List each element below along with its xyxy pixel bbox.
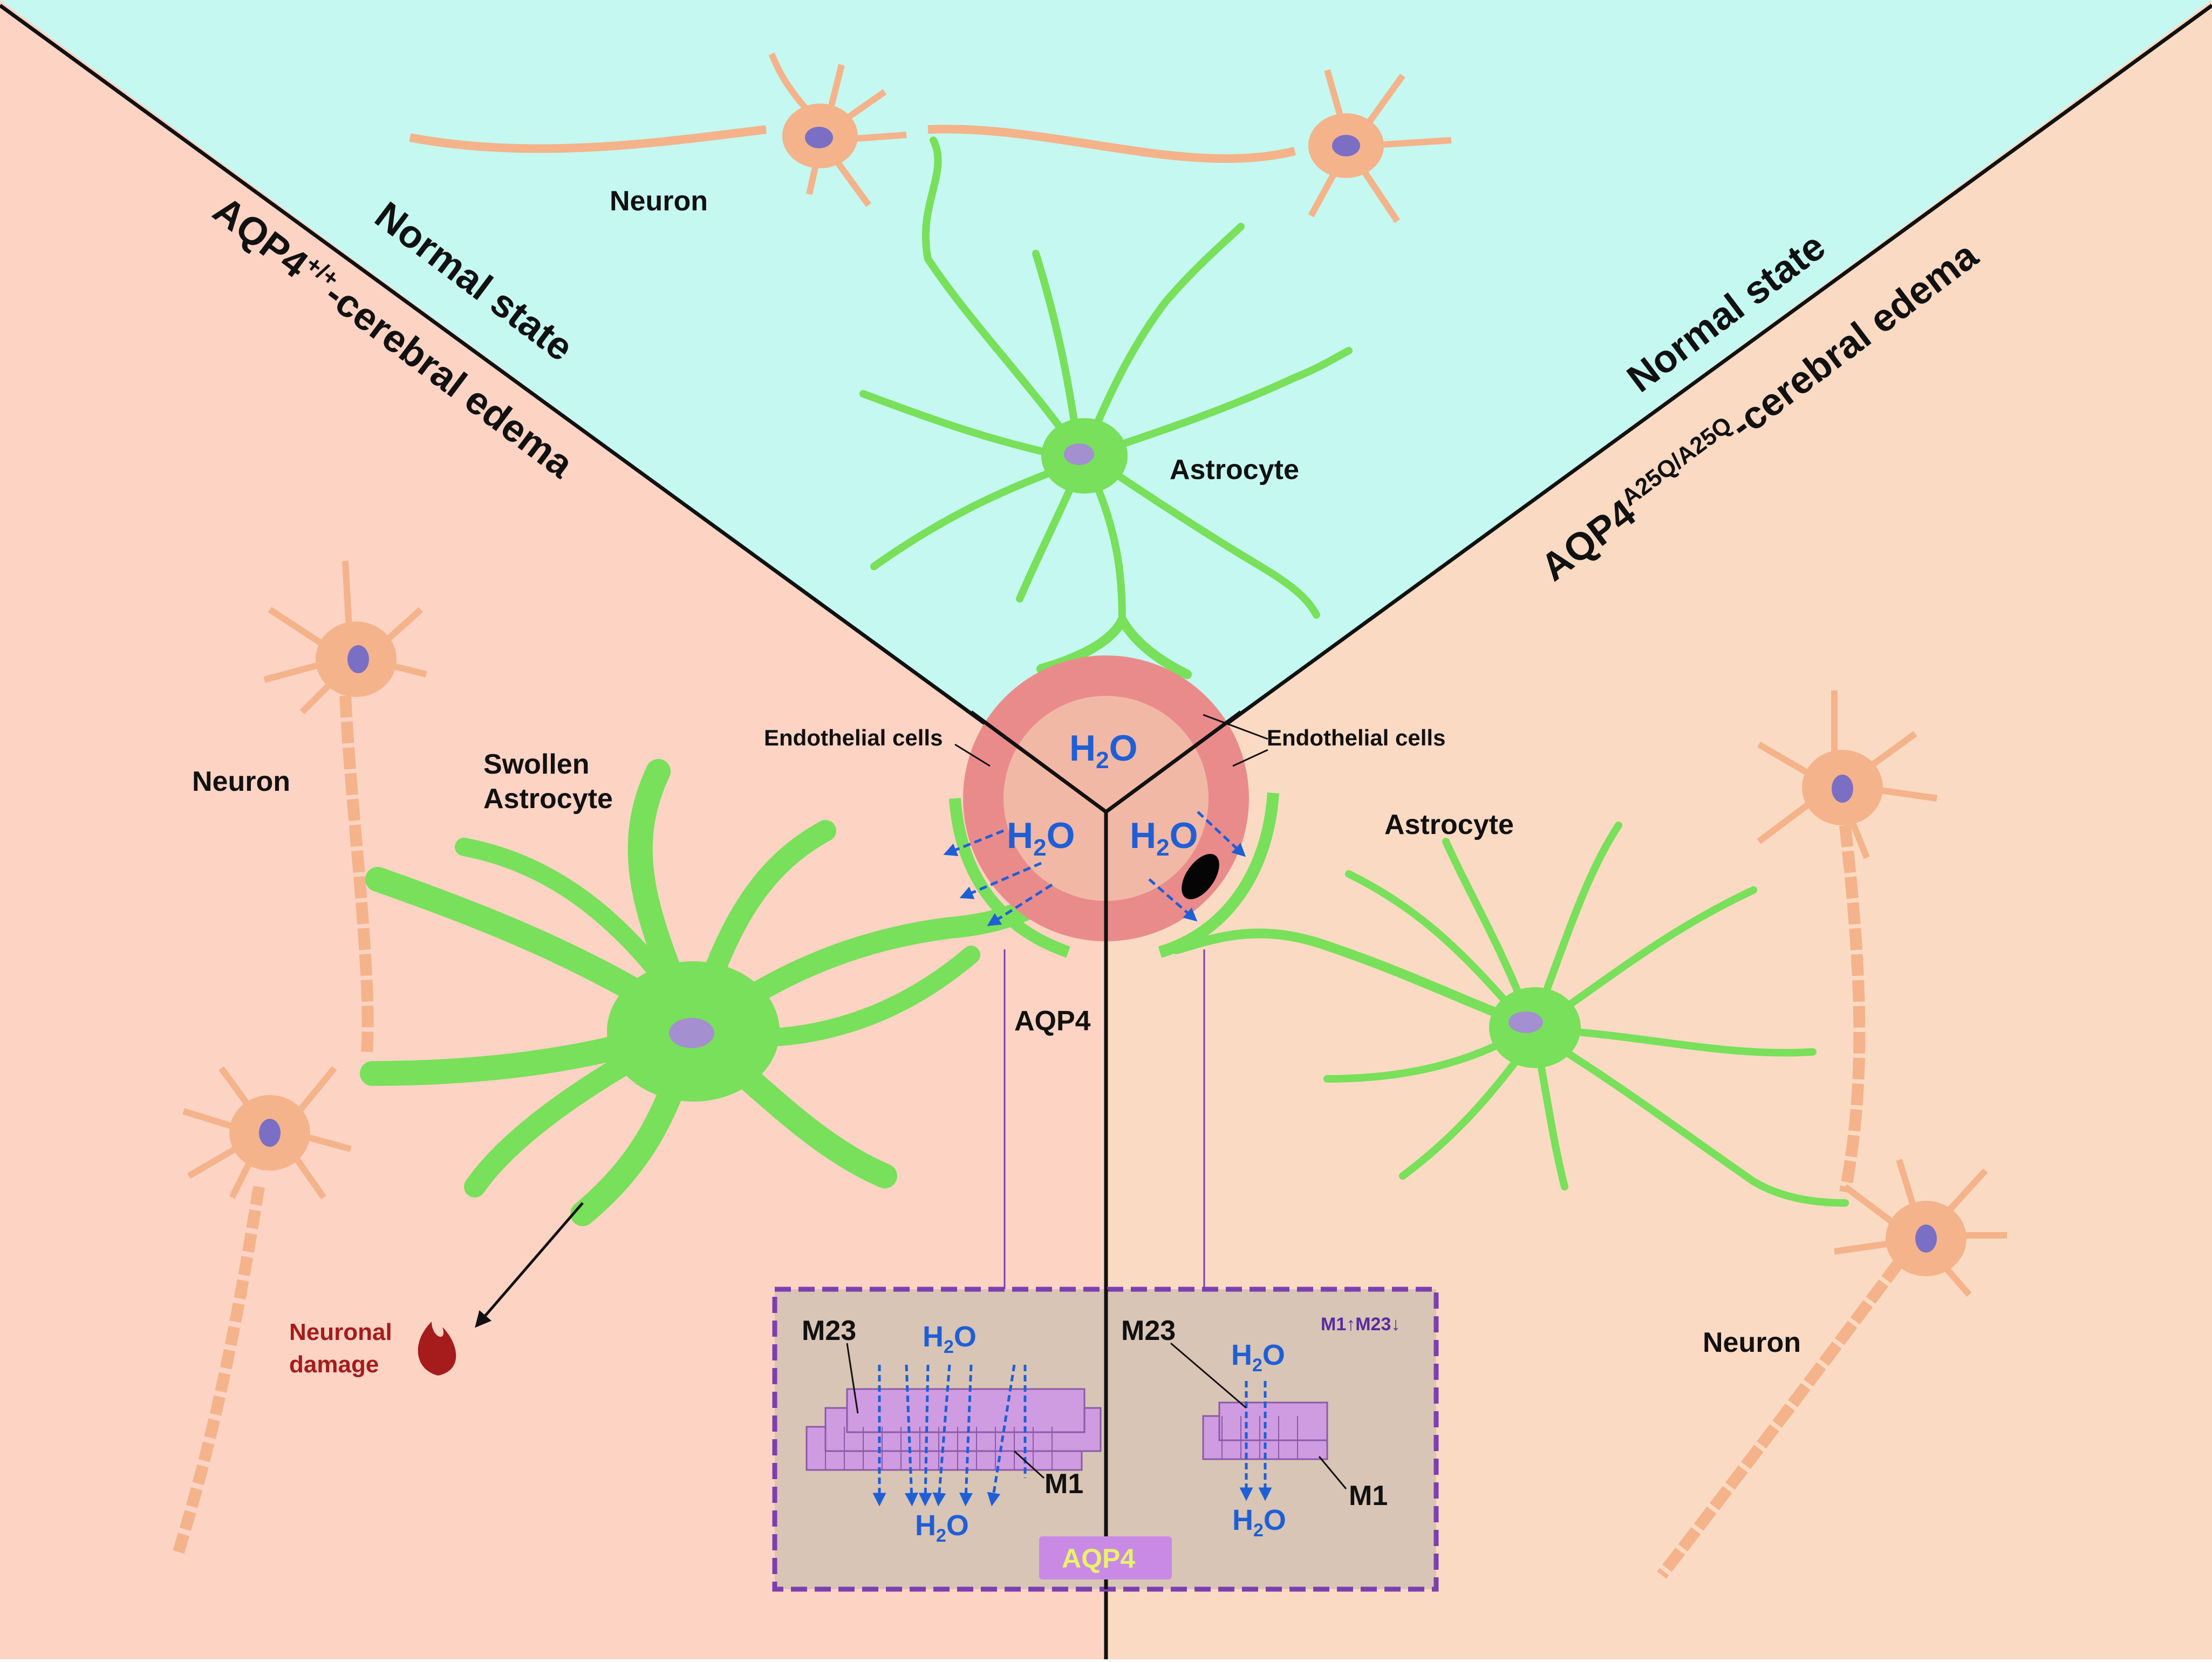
nucleus — [669, 1018, 714, 1048]
endothelial-right-label: Endothelial cells — [1267, 725, 1445, 750]
water-arrows-right — [1239, 1381, 1272, 1501]
nucleus — [259, 1119, 281, 1147]
swollen-astrocyte-label-line1: Swollen — [483, 749, 589, 780]
water-label-left: H2O — [1007, 815, 1075, 861]
astrocyte-right — [1171, 822, 1849, 1207]
red-blood-cell — [1182, 853, 1219, 900]
endothelial-left-leader — [954, 743, 991, 767]
nucleus — [805, 127, 833, 148]
astrocyte-right-label: Astrocyte — [1384, 809, 1514, 840]
water-label-right: H2O — [1130, 815, 1198, 861]
inset-right-m1-leader — [1318, 1456, 1347, 1489]
divider-left — [0, 4, 1108, 813]
neuron-right-upper — [1757, 690, 1937, 1194]
neuron-top-right — [927, 69, 1452, 223]
swollen-astrocyte-label-line2: Astrocyte — [483, 783, 613, 815]
blood-vessel — [963, 655, 1249, 944]
end-foot-left — [949, 798, 1070, 958]
neuron-left-label: Neuron — [192, 766, 290, 797]
neuron-top-left — [409, 52, 907, 207]
endothelial-left-label: Endothelial cells — [764, 725, 943, 750]
inset-right-m1: M1 — [1349, 1480, 1388, 1511]
aqp4-badge: AQP4 — [1062, 1543, 1135, 1574]
nucleus — [1332, 135, 1360, 156]
water-arrows-left — [872, 1364, 1027, 1507]
inset-right-water-top: H2O — [1231, 1339, 1285, 1376]
water-flow-arrows — [943, 811, 1246, 926]
nucleus — [1064, 443, 1094, 465]
neuron-left-lower — [172, 1066, 352, 1556]
inset-left-m23-leader — [846, 1343, 859, 1414]
arrow-icon — [475, 1202, 584, 1328]
inset-left-water-bottom: H2O — [915, 1509, 969, 1546]
neuron-right-lower — [1657, 1159, 2007, 1579]
neuron-right-label: Neuron — [1703, 1327, 1801, 1358]
neuronal-damage-line1: Neuronal — [289, 1319, 392, 1345]
aqp4-badge-bg — [1039, 1536, 1172, 1579]
end-foot-right — [1158, 792, 1279, 958]
neuron-left-upper — [263, 560, 427, 1052]
inset-left-m1: M1 — [1044, 1468, 1083, 1500]
neuron-top-label: Neuron — [610, 186, 708, 217]
nucleus — [347, 645, 369, 673]
inset-right-m23-leader — [1170, 1342, 1247, 1409]
endothelial-right-leader-a — [1203, 714, 1268, 740]
left-edema-region — [0, 0, 1106, 1659]
divider-right — [1104, 4, 2212, 813]
astrocyte-top-label: Astrocyte — [1170, 454, 1299, 485]
aqp4-array-right — [1202, 1401, 1328, 1460]
neuronal-damage-line2: damage — [289, 1351, 379, 1378]
inset-right-water-bottom: H2O — [1232, 1504, 1286, 1541]
astrocyte-top — [859, 136, 1353, 679]
aqp4-label: AQP4 — [1014, 1006, 1091, 1037]
endothelial-right-leader-b — [1232, 749, 1268, 767]
inset-right-m23: M23 — [1121, 1315, 1176, 1346]
inset-left-m23: M23 — [802, 1315, 856, 1346]
water-label-top: H2O — [1069, 728, 1138, 774]
aqp4-array-left — [805, 1388, 1102, 1471]
flame-icon — [418, 1322, 456, 1376]
nucleus — [1508, 1011, 1543, 1033]
inset-left-m1-leader — [1013, 1450, 1045, 1479]
nucleus — [1915, 1225, 1937, 1253]
inset-ratio-note: M1↑M23↓ — [1321, 1314, 1400, 1335]
inset-left-water-top: H2O — [923, 1321, 977, 1357]
nucleus — [1832, 775, 1853, 803]
